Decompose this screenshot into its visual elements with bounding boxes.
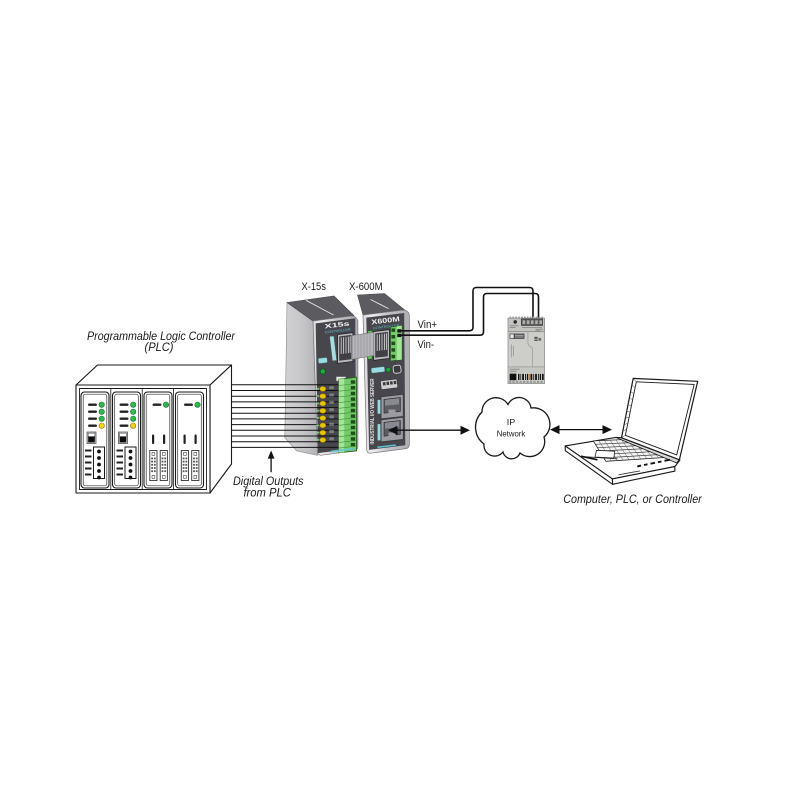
svg-text:(PLC): (PLC): [145, 340, 174, 354]
svg-text:Digital Outputs: Digital Outputs: [233, 476, 304, 488]
svg-text:CONTROLLER: CONTROLLER: [325, 327, 352, 334]
svg-text:Network: Network: [497, 430, 526, 439]
svg-text:INDUSTRIAL I/O WEB SERVER: INDUSTRIAL I/O WEB SERVER: [370, 378, 376, 444]
svg-text:Vin+: Vin+: [418, 319, 438, 331]
svg-text:Vin-: Vin-: [418, 339, 435, 351]
svg-text:X600M: X600M: [371, 316, 400, 326]
svg-text:X-600M: X-600M: [349, 281, 383, 293]
svg-text:CONTROLLER: CONTROLLER: [373, 323, 401, 330]
svg-text:IP: IP: [507, 418, 516, 427]
svg-text:X-15s: X-15s: [301, 281, 326, 293]
svg-text:from PLC: from PLC: [243, 488, 291, 500]
svg-text:Programmable Logic Controller: Programmable Logic Controller: [87, 329, 236, 343]
svg-text:Computer, PLC, or Controller: Computer, PLC, or Controller: [563, 492, 702, 506]
svg-text:X15s: X15s: [324, 320, 350, 330]
